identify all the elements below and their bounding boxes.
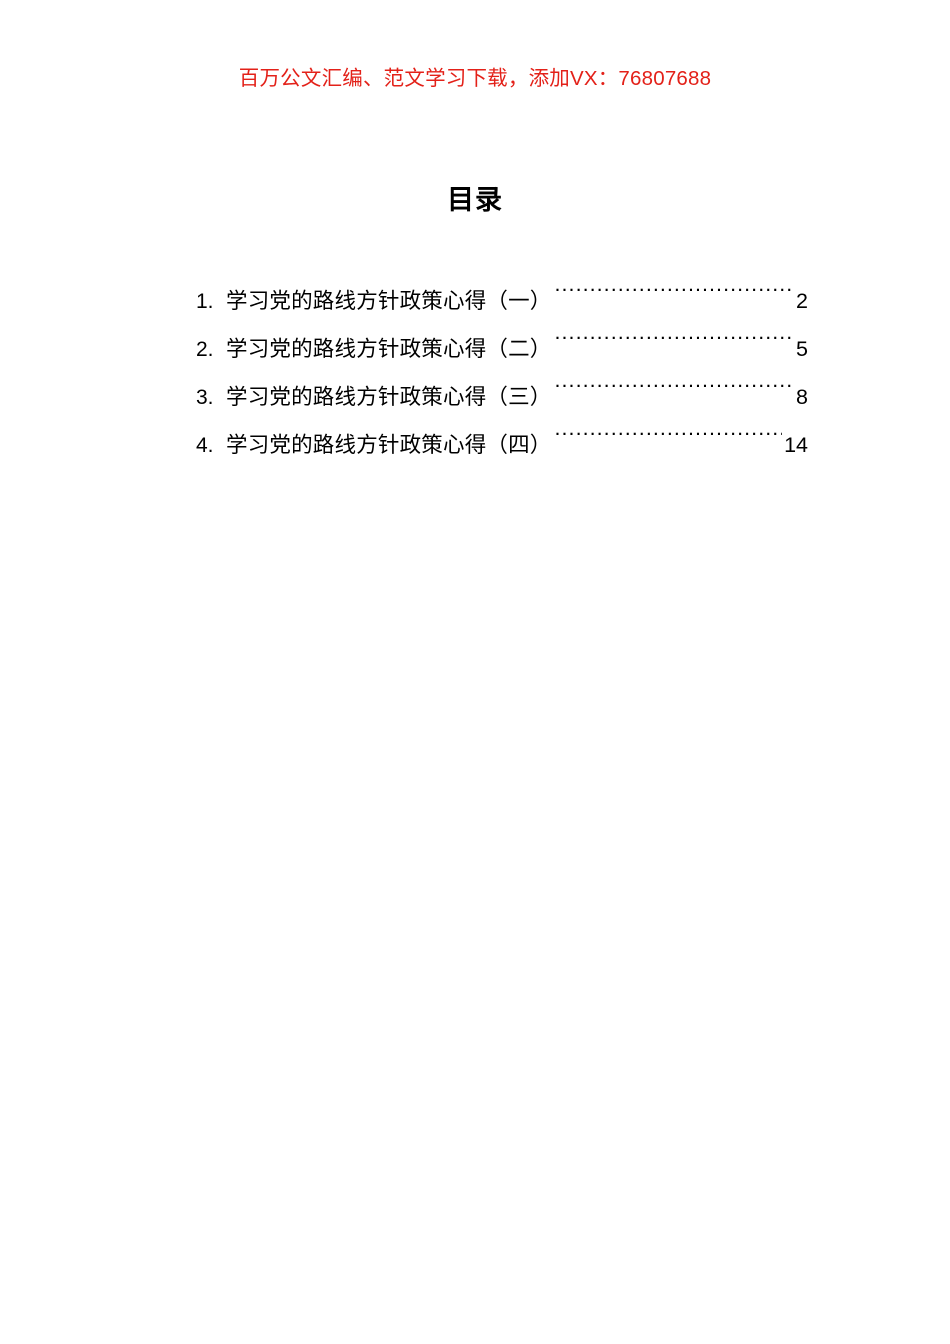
toc-entry-index: 2. [196, 338, 214, 361]
toc-entry-label: 学习党的路线方针政策心得（一） [226, 289, 552, 313]
toc-entry-label: 学习党的路线方针政策心得（二） [226, 337, 552, 361]
toc-entry-index: 4. [196, 434, 214, 457]
toc-dot-leader [555, 383, 795, 405]
toc-entry[interactable]: 3. 学习党的路线方针政策心得（三） 8 [196, 373, 808, 421]
toc-entry-page-number: 5 [796, 337, 808, 361]
page-title: 目录 [447, 185, 503, 215]
promo-banner-text: 百万公文汇编、范文学习下载，添加VX：76807688 [238, 67, 712, 90]
table-of-contents: 1. 学习党的路线方针政策心得（一） 2 2. 学习党的路线方针政策心得（二） … [196, 277, 808, 469]
toc-entry-label: 学习党的路线方针政策心得（三） [226, 385, 552, 409]
toc-entry[interactable]: 2. 学习党的路线方针政策心得（二） 5 [196, 325, 808, 373]
toc-entry[interactable]: 1. 学习党的路线方针政策心得（一） 2 [196, 277, 808, 325]
toc-entry-page-number: 8 [796, 385, 808, 409]
toc-entry-page-number: 2 [796, 289, 808, 313]
toc-entry-page-number: 14 [784, 433, 808, 457]
toc-dot-leader [555, 335, 795, 357]
toc-entry[interactable]: 4. 学习党的路线方针政策心得（四） 14 [196, 421, 808, 469]
toc-dot-leader [555, 287, 795, 309]
toc-entry-index: 3. [196, 386, 214, 409]
toc-entry-label: 学习党的路线方针政策心得（四） [226, 433, 552, 457]
toc-dot-leader [555, 431, 783, 453]
toc-entry-index: 1. [196, 290, 214, 313]
